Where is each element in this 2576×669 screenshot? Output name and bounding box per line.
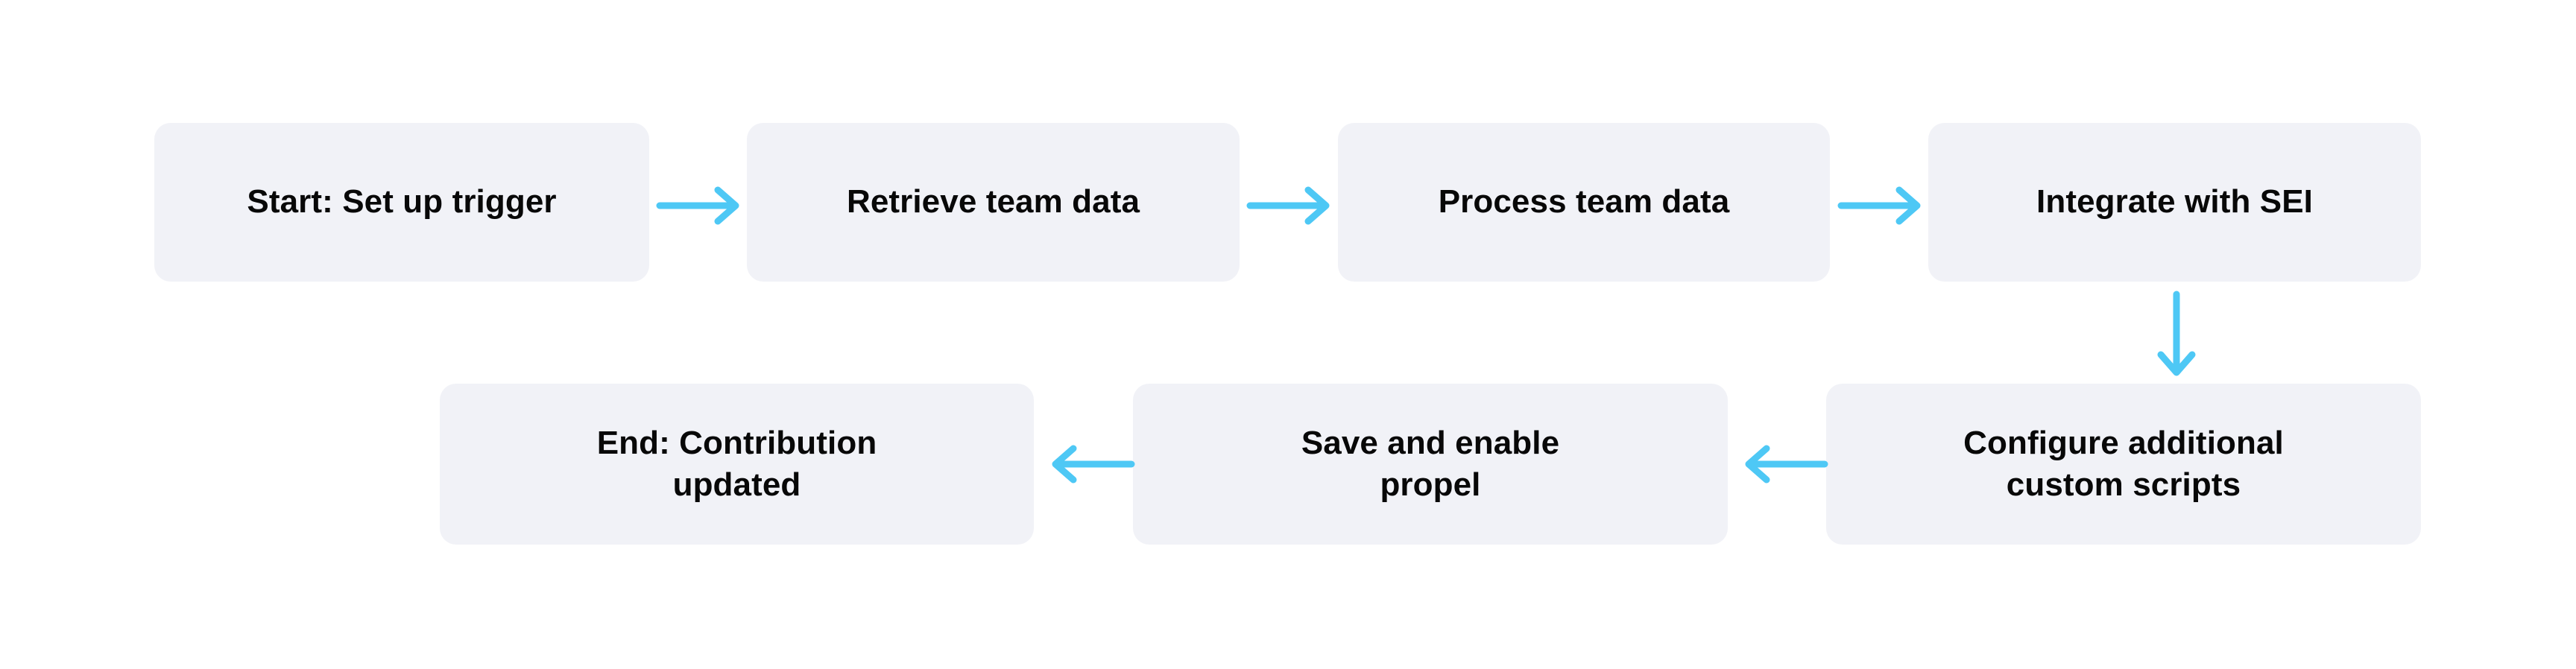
flow-node-integrate-with-sei[interactable]: Integrate with SEI xyxy=(1928,123,2421,282)
flow-node-save-and-enable-propel[interactable]: Save and enable propel xyxy=(1133,384,1728,545)
flow-edge-integrate-to-configure xyxy=(2156,291,2197,378)
flow-edge-configure-to-save xyxy=(1743,443,1828,485)
flow-node-start-set-up-trigger[interactable]: Start: Set up trigger xyxy=(154,123,649,282)
flow-edge-process-to-integrate xyxy=(1837,185,1923,226)
flow-node-label: End: Contribution updated xyxy=(596,424,877,503)
flow-node-label: Configure additional custom scripts xyxy=(1963,424,2284,503)
flow-node-label: Process team data xyxy=(1438,183,1730,221)
flow-node-configure-additional-custom-scripts[interactable]: Configure additional custom scripts xyxy=(1826,384,2421,545)
flow-edge-save-to-end xyxy=(1049,443,1135,485)
flow-node-label: Start: Set up trigger xyxy=(247,183,557,221)
arrow-left-icon xyxy=(1745,445,1828,483)
flow-node-end-contribution-updated[interactable]: End: Contribution updated xyxy=(440,384,1034,545)
arrow-right-icon xyxy=(656,186,739,225)
flow-node-label: Retrieve team data xyxy=(846,183,1140,221)
flow-edge-retrieve-to-process xyxy=(1246,185,1332,226)
flow-node-process-team-data[interactable]: Process team data xyxy=(1338,123,1830,282)
arrow-left-icon xyxy=(1052,445,1135,483)
flow-node-retrieve-team-data[interactable]: Retrieve team data xyxy=(747,123,1240,282)
flow-node-label: Save and enable propel xyxy=(1301,424,1560,503)
arrow-right-icon xyxy=(1837,186,1921,225)
flow-edge-start-to-retrieve xyxy=(656,185,742,226)
flow-node-label: Integrate with SEI xyxy=(2036,183,2313,221)
arrow-down-icon xyxy=(2157,291,2196,376)
arrow-right-icon xyxy=(1246,186,1330,225)
